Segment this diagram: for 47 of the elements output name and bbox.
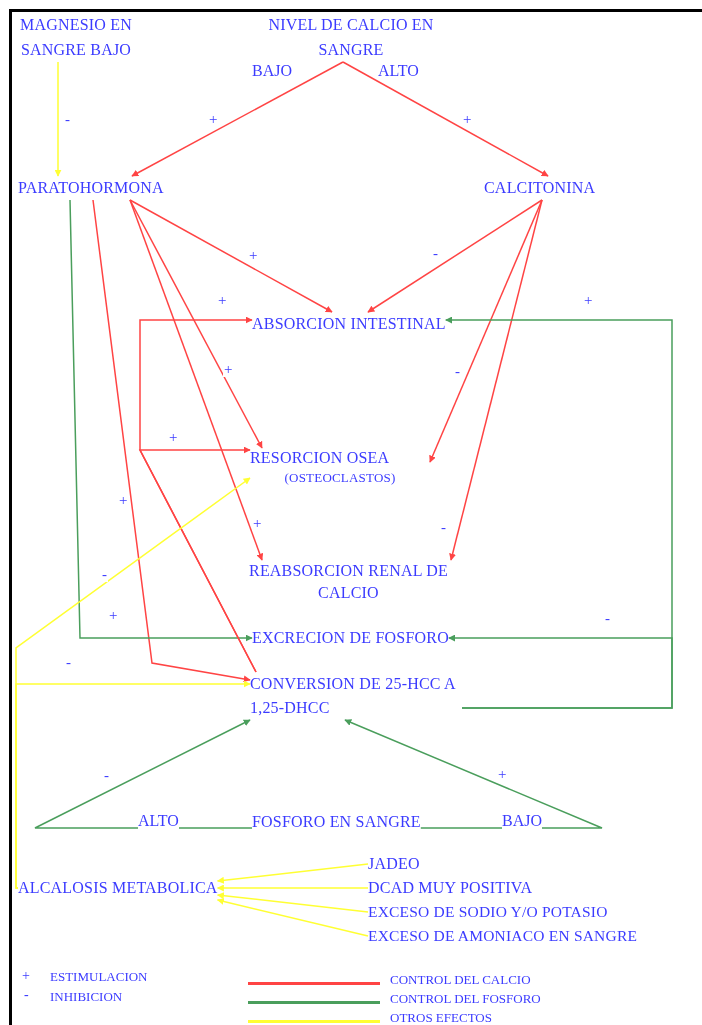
arrow (367, 199, 543, 313)
key-label: + (22, 967, 30, 985)
arrow (129, 199, 333, 313)
arrow (15, 680, 251, 889)
legend-label: CONTROL DEL CALCIO (390, 972, 531, 988)
node-text: JADEO (368, 852, 420, 876)
key-label: - (24, 986, 29, 1004)
node-text: EXCESO DE AMONIACO EN SANGRE (368, 924, 638, 948)
node-text: NIVEL DE CALCIO EN SANGRE (266, 12, 436, 62)
arrow (344, 719, 603, 829)
arrow (92, 199, 251, 683)
arrow (216, 884, 369, 892)
level-label: BAJO (502, 812, 542, 830)
key-label: INHIBICION (50, 988, 123, 1006)
node-text: ABSORCION INTESTINAL (252, 312, 446, 336)
arrow (342, 61, 549, 177)
node-text: PARATOHORMONA (18, 176, 164, 200)
arrow (448, 634, 673, 709)
arrow (129, 199, 264, 561)
level-label: ALTO (378, 62, 419, 80)
node-text: ALCALOSIS METABOLICA (18, 876, 218, 900)
node-text: REABSORCION RENAL DE CALCIO (246, 560, 451, 604)
node-text: CALCITONINA (484, 176, 596, 200)
node-text: MAGNESIO EN SANGRE BAJO (18, 12, 134, 62)
arrow (129, 199, 263, 449)
legend-label: CONTROL DEL FOSFORO (390, 991, 541, 1007)
key-label: ESTIMULACION (50, 968, 148, 986)
arrow (54, 61, 62, 177)
legend-label: OTROS EFECTOS (390, 1010, 492, 1025)
arrow (216, 898, 369, 937)
arrow (69, 199, 253, 642)
level-label: BAJO (252, 62, 292, 80)
node-text: CONVERSION DE 25-HCC A 1,25-DHCC (250, 672, 462, 720)
level-label: ALTO (138, 812, 179, 830)
arrow (131, 61, 344, 177)
node-text: EXCESO DE SODIO Y/O POTASIO (368, 900, 608, 924)
node-text: EXCRECION DE FOSFORO (252, 626, 449, 650)
arrow (216, 863, 369, 884)
node-text: DCAD MUY POSITIVA (368, 876, 533, 900)
arrow (138, 446, 257, 673)
arrow (449, 199, 543, 561)
node-text: RESORCION OSEA (250, 448, 391, 468)
node-text: FOSFORO EN SANGRE (252, 810, 421, 834)
arrow (216, 892, 369, 913)
arrow (429, 199, 543, 463)
arrow (34, 719, 253, 829)
node-subtext: (OSTEOCLASTOS) (283, 469, 397, 487)
